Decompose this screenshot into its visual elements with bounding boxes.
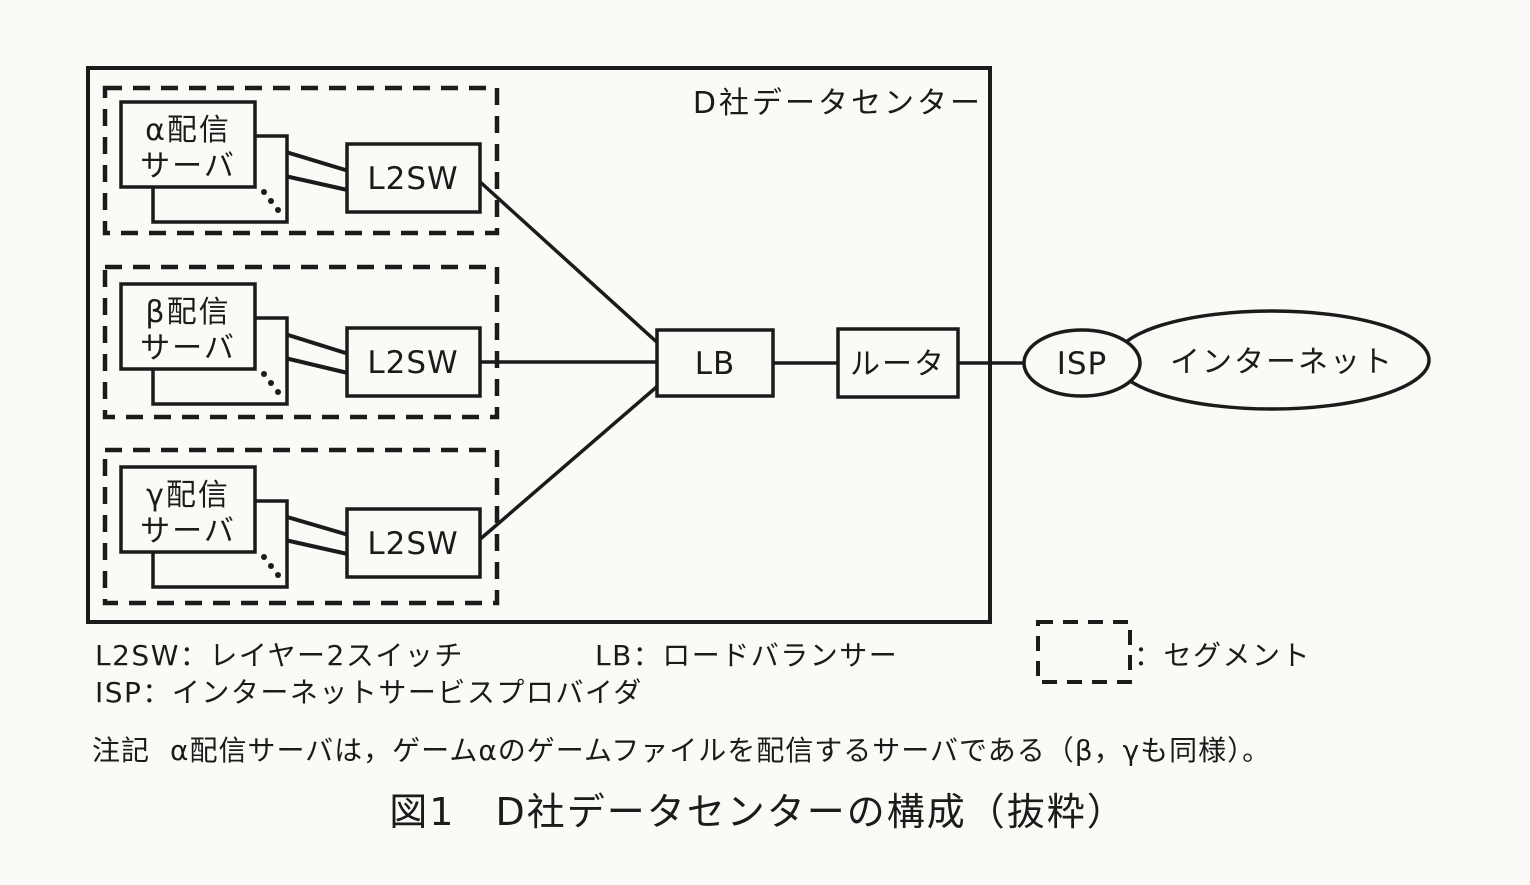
alpha-server-box	[119, 100, 257, 189]
figure-caption: 図1 D社データセンターの構成（抜粋）	[389, 790, 1126, 834]
gamma-server-label-line1: γ配信	[146, 478, 230, 513]
beta-server-box	[119, 282, 257, 371]
legend-segment-dashed-box	[1036, 620, 1132, 684]
gamma-server-label-line2: サーバ	[140, 514, 236, 549]
l2sw3-box	[345, 507, 482, 579]
ellipsis-dot	[268, 380, 274, 386]
load-balancer-label: LB	[695, 346, 736, 382]
segment-alpha: α配信 サーバ L2SW	[102, 85, 500, 236]
alpha-server-label-line2: サーバ	[140, 149, 236, 184]
legend-segment: ：セグメント	[1134, 639, 1311, 672]
l2sw3-label: L2SW	[367, 526, 458, 562]
ellipsis-dot	[275, 572, 281, 578]
datacenter-label: D社データセンター	[693, 86, 983, 121]
segment-gamma: γ配信 サーバ L2SW	[102, 447, 500, 606]
l2sw1-label: L2SW	[367, 161, 458, 197]
internet-label: インターネット	[1170, 345, 1394, 380]
ellipsis-dot	[268, 563, 274, 569]
link-alpha-server2-l2sw	[284, 174, 353, 193]
segment-gamma-dashed-box	[102, 447, 500, 606]
ellipsis-dot	[275, 207, 281, 213]
router-box	[836, 327, 960, 399]
link-beta-server2-l2sw	[284, 356, 353, 376]
ellipsis-dot	[268, 198, 274, 204]
alpha-server-label-line1: α配信	[145, 113, 231, 148]
ellipsis-dot	[261, 554, 267, 560]
link-l2sw1-lb	[476, 178, 662, 347]
legend: L2SW：レイヤー2スイッチ LB：ロードバランサー ：セグメント ISP：イン…	[95, 620, 1311, 709]
l2sw2-label: L2SW	[367, 345, 458, 381]
link-gamma-server2-l2sw	[284, 538, 353, 557]
router-label: ルータ	[850, 347, 946, 382]
legend-lb: LB：ロードバランサー	[595, 639, 898, 672]
isp-label: ISP	[1057, 346, 1108, 382]
link-l2sw3-lb	[476, 382, 662, 543]
l2sw2-box	[345, 326, 482, 398]
gamma-server-box	[119, 465, 257, 554]
segment-beta: β配信 サーバ L2SW	[102, 264, 500, 420]
legend-isp: ISP：インターネットサービスプロバイダ	[95, 676, 643, 709]
load-balancer-box	[655, 328, 775, 398]
segment-beta-dashed-box	[102, 264, 500, 420]
legend-l2sw: L2SW：レイヤー2スイッチ	[95, 639, 464, 672]
l2sw1-box	[345, 142, 482, 214]
note-text: α配信サーバは，ゲームαのゲームファイルを配信するサーバである（β，γも同様）。	[170, 734, 1271, 767]
beta-server-label-line1: β配信	[145, 295, 230, 330]
beta-server-label-line2: サーバ	[140, 331, 236, 366]
note: 注記 α配信サーバは，ゲームαのゲームファイルを配信するサーバである（β，γも同…	[92, 734, 1271, 767]
datacenter-boundary	[86, 66, 992, 624]
segment-alpha-dashed-box	[102, 85, 500, 236]
ellipsis-dot	[261, 371, 267, 377]
note-label: 注記	[92, 734, 150, 767]
isp-ellipse	[1022, 328, 1142, 398]
ellipsis-dot	[275, 389, 281, 395]
ellipsis-dot	[261, 189, 267, 195]
